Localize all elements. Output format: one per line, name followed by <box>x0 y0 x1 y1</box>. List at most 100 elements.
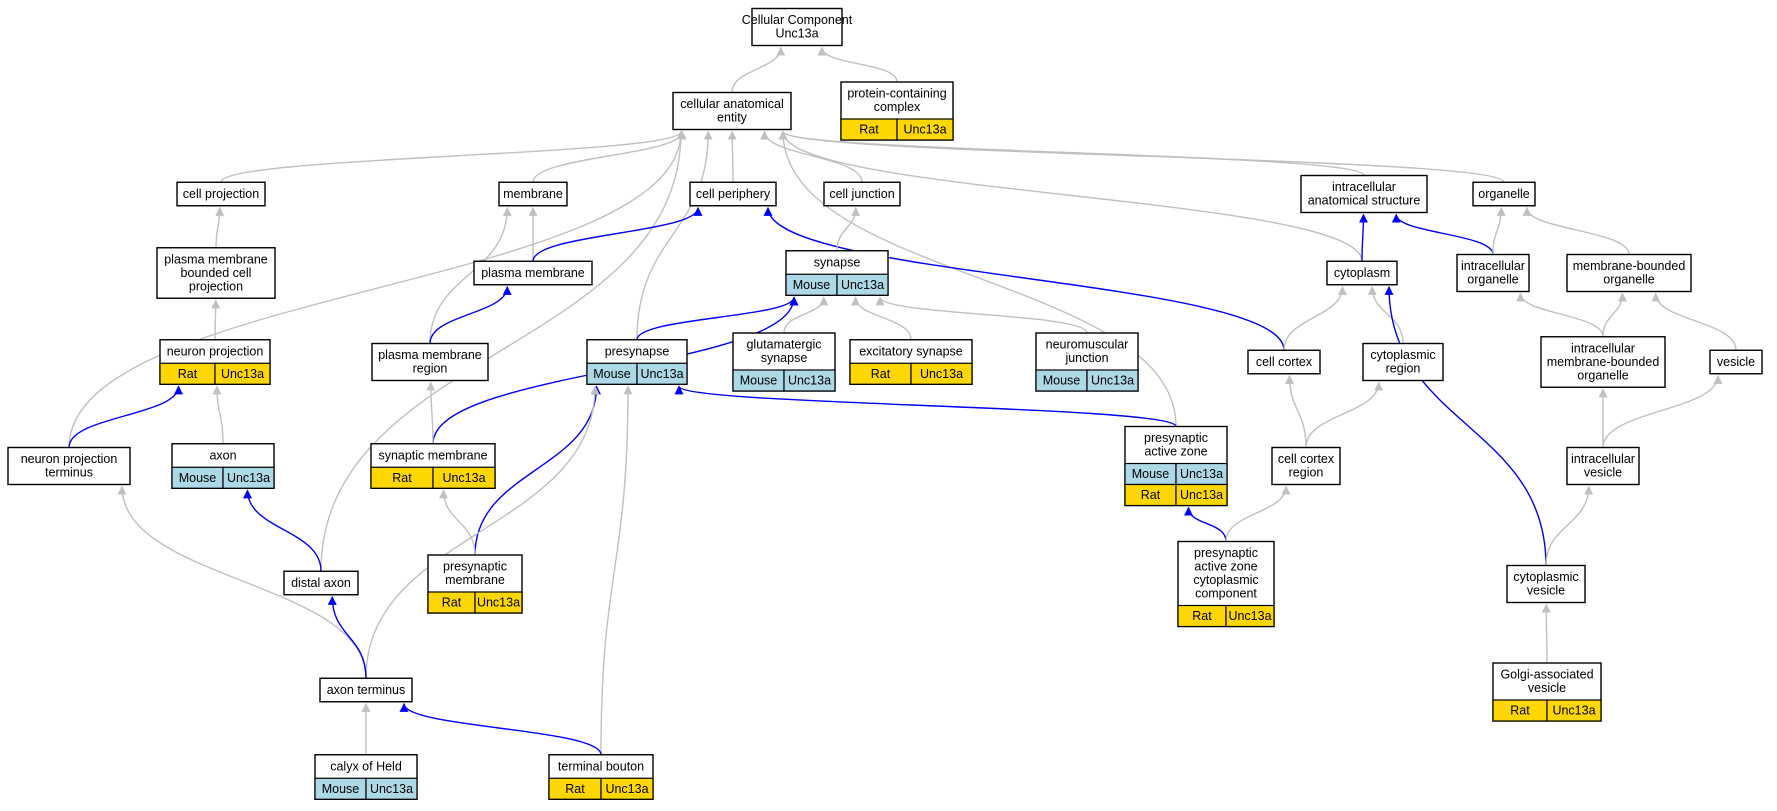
term-label-line: intracellular <box>1571 341 1635 355</box>
term-label-line: anatomical structure <box>1308 194 1421 208</box>
edge-excit-to-synapse <box>851 296 912 340</box>
term-node-box <box>319 677 413 703</box>
edge-distaxon-to-cae <box>320 130 686 572</box>
edge-npt-to-neuproj <box>68 385 183 448</box>
term-node-box <box>1472 181 1536 207</box>
term-label-line: cell junction <box>829 187 894 201</box>
species-label: Mouse <box>179 471 217 485</box>
term-node-axterm[interactable]: axon terminus <box>319 677 413 703</box>
term-node-cellper[interactable]: cell periphery <box>689 181 777 207</box>
gene-cell <box>474 591 523 614</box>
term-node-box <box>1326 260 1398 286</box>
species-label: Rat <box>871 367 891 381</box>
term-label-line: presynaptic <box>1144 431 1208 445</box>
term-node-celljunc[interactable]: cell junction <box>823 181 901 207</box>
term-label-line: active zone <box>1144 445 1207 459</box>
term-label-line: region <box>1386 362 1421 376</box>
edge-golgi-to-cytves <box>1541 603 1551 664</box>
term-label-line: synapse <box>814 255 861 269</box>
edge-distaxon-to-axon <box>243 489 322 572</box>
term-node-vesicle[interactable]: vesicle <box>1709 349 1763 375</box>
term-label-line: excitatory synapse <box>859 344 963 358</box>
edge-cae-to-root <box>731 46 786 93</box>
term-node-cellproj[interactable]: cell projection <box>176 181 266 207</box>
term-label-line: plasma membrane <box>164 252 268 266</box>
edge-presyn-to-synapse <box>636 296 799 340</box>
term-node-membrane[interactable]: membrane <box>498 181 568 207</box>
term-node-box <box>473 260 593 286</box>
edge-pazcc-to-paz <box>1184 506 1227 542</box>
term-label-line: projection <box>189 279 243 293</box>
species-label: Rat <box>565 782 585 796</box>
edges-layer <box>68 46 1737 755</box>
term-label-line: presynaptic <box>443 560 507 574</box>
term-label-line: region <box>1289 466 1324 480</box>
term-label-line: cell cortex <box>1256 355 1313 369</box>
term-node-cellcortex[interactable]: cell cortex <box>1247 349 1321 375</box>
term-node-pm[interactable]: plasma membrane <box>473 260 593 286</box>
edge-termbouton-to-presyn <box>600 385 633 755</box>
term-label-line: Golgi-associated <box>1500 668 1593 682</box>
edge-presyn-to-cae <box>636 130 713 340</box>
gene-label: Unc13a <box>370 782 413 796</box>
edge-termbouton-to-axterm <box>399 702 602 755</box>
term-label-line: synaptic membrane <box>378 448 487 462</box>
edge-celljunc-to-cae <box>760 130 863 183</box>
term-label-line: neuron projection <box>21 452 118 466</box>
edge-ccr-to-cellcortex <box>1285 374 1307 448</box>
gene-label: Unc13a <box>442 471 485 485</box>
term-node-box <box>1709 349 1763 375</box>
term-label-line: plasma membrane <box>378 348 482 362</box>
edge-pazcc-to-ccr <box>1225 485 1291 542</box>
edge-ccr-to-cytreg <box>1305 381 1384 448</box>
edge-membrane-to-cae <box>532 130 687 183</box>
term-node-box <box>156 247 276 299</box>
term-label-line: plasma membrane <box>481 266 585 280</box>
edge-axterm-to-distaxon <box>327 595 367 679</box>
term-label-line: organelle <box>1478 187 1529 201</box>
term-node-box <box>672 91 792 131</box>
term-label-line: vesicle <box>1717 355 1755 369</box>
term-node-organelle[interactable]: organelle <box>1472 181 1536 207</box>
term-node-box <box>283 570 359 596</box>
term-node-cytoplasm[interactable]: cytoplasm <box>1326 260 1398 286</box>
edge-cytreg-to-cytoplasm <box>1367 285 1404 344</box>
gene-label: Unc13a <box>477 596 520 610</box>
edge-imbo-to-intorg <box>1516 292 1604 337</box>
edge-cytves-to-intves <box>1545 485 1594 566</box>
gene-cell <box>783 369 836 392</box>
term-node-distaxon[interactable]: distal axon <box>283 570 359 596</box>
term-node-box <box>498 181 568 207</box>
edge-axterm-to-npt <box>117 485 367 679</box>
term-label-line: membrane <box>445 573 505 587</box>
